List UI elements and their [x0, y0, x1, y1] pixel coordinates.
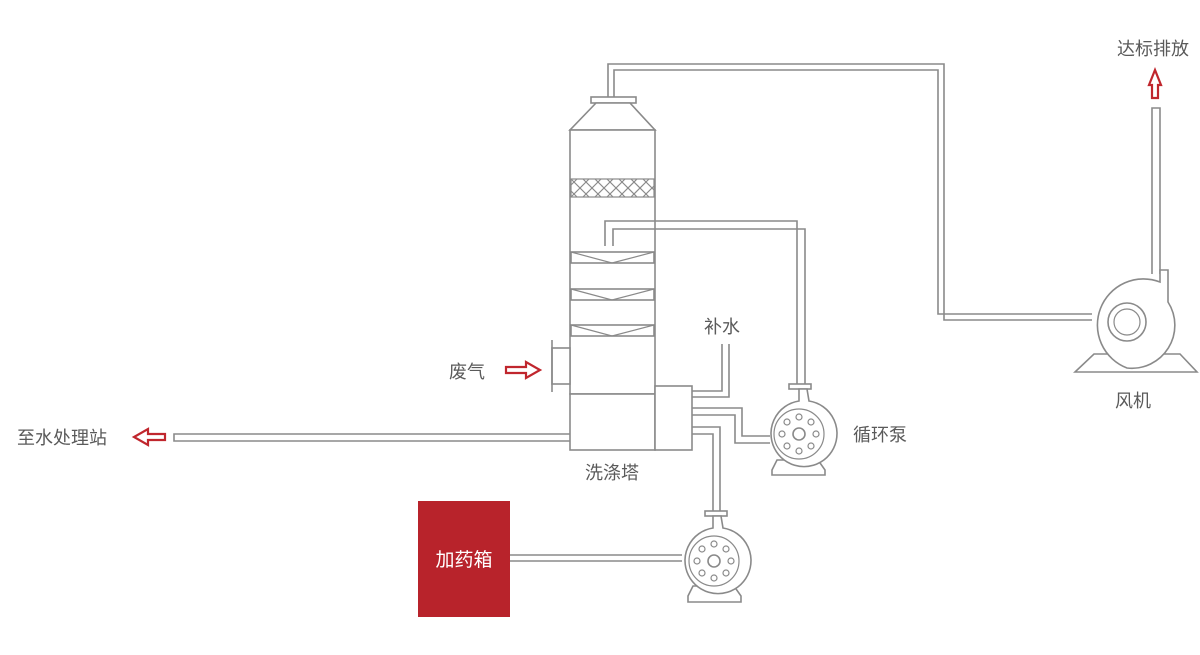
- spray-line: [604, 220, 806, 388]
- waste-gas-label: 废气: [449, 362, 485, 383]
- pump-icon: [770, 383, 838, 476]
- scrubber-tower: [551, 96, 693, 451]
- to-water-station-label: 至水处理站: [17, 428, 107, 449]
- packing-layer: [570, 324, 655, 337]
- pump-suction-line: [692, 407, 770, 444]
- fan-outlet-stack: [1151, 107, 1161, 274]
- arrow-up-icon: [1147, 67, 1163, 100]
- dosing-tank-label: 加药箱: [435, 549, 492, 571]
- exhaust-duct: [607, 63, 1092, 321]
- makeup-water-label: 补水: [704, 317, 740, 338]
- scrubber-label: 洗涤塔: [585, 463, 639, 484]
- dosing-tank: [418, 501, 510, 617]
- drain-line: [173, 433, 570, 442]
- packing-layer: [570, 251, 655, 264]
- makeup-water-line: [692, 344, 730, 398]
- dosing-suction-line: [510, 554, 682, 562]
- fan-icon: [1072, 269, 1199, 373]
- dosing-line: [692, 426, 721, 513]
- arrow-left-icon: [131, 427, 167, 447]
- circulation-pump-label: 循环泵: [853, 425, 907, 446]
- fan-label: 风机: [1115, 391, 1151, 412]
- discharge-label: 达标排放: [1117, 39, 1189, 60]
- packing-layer: [570, 288, 655, 301]
- arrow-right-icon: [504, 360, 543, 380]
- pump-icon: [684, 510, 752, 603]
